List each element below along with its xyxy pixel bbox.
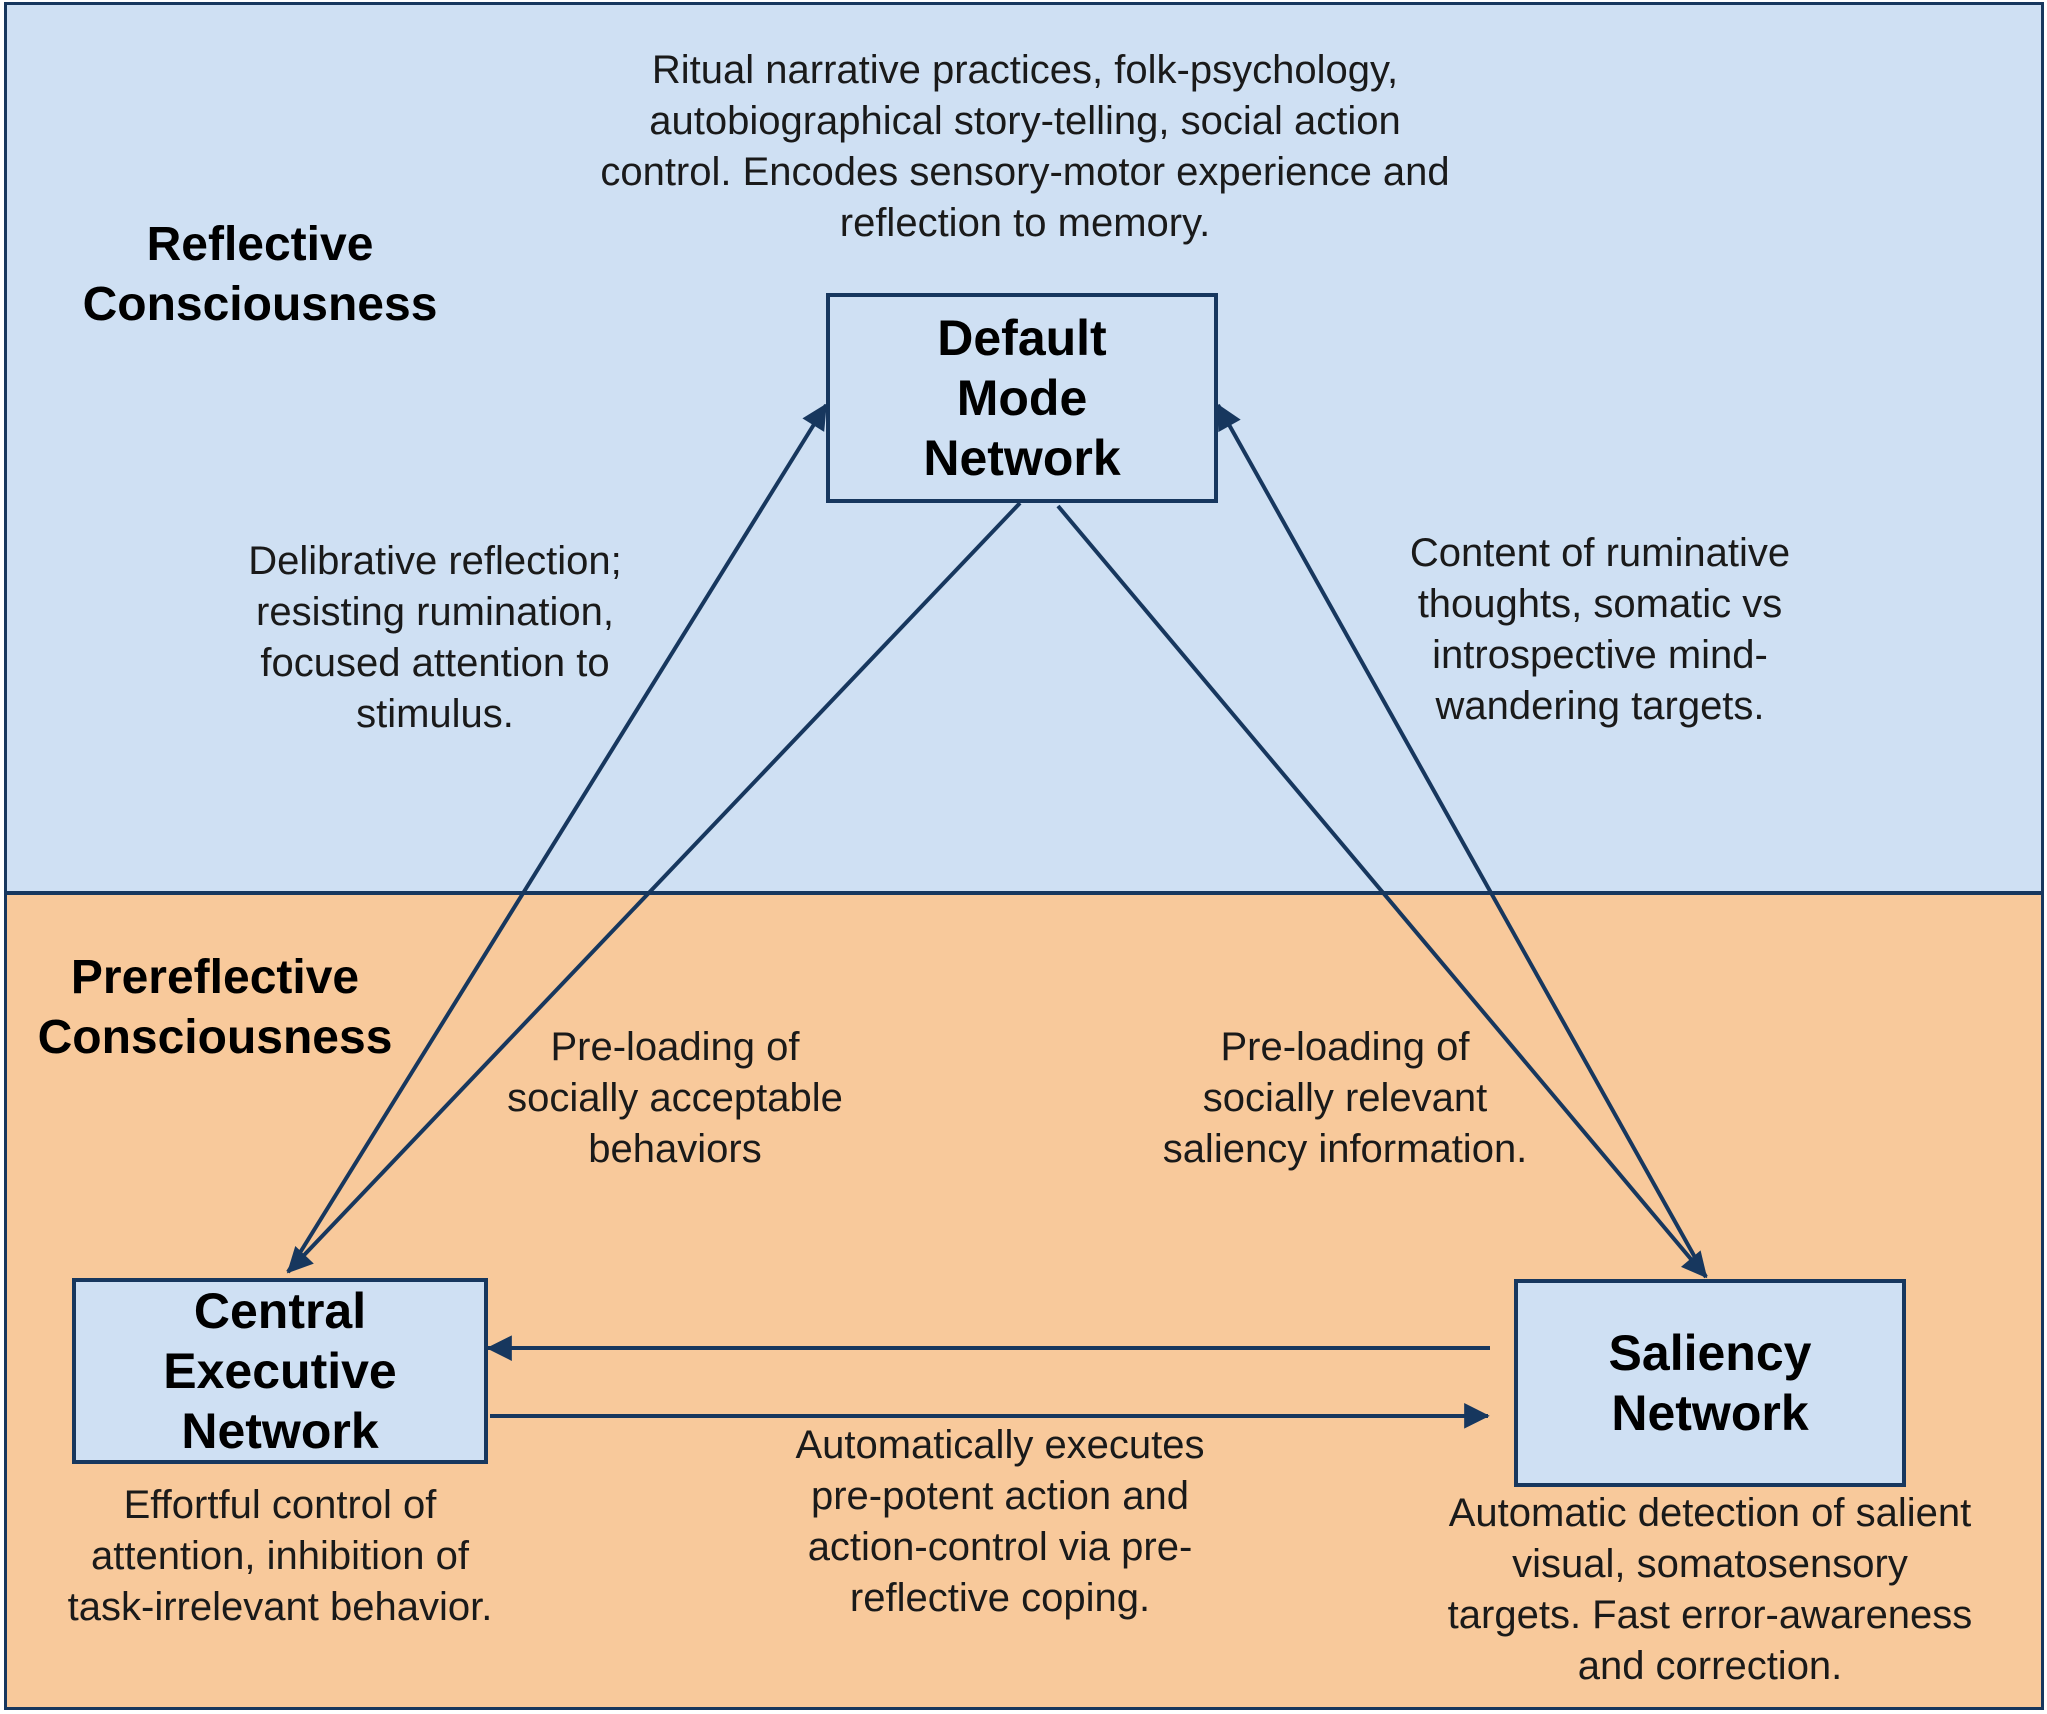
reflective-zone-title: Reflective Consciousness [82,218,438,331]
arrow-dmn-to-cen [286,501,1022,1274]
arrow-sn-to-dmn [1216,403,1708,1278]
cen-description: Effortful control of attention, inhibiti… [67,1483,493,1629]
sn-to-dmn-label: Content of ruminative thoughts, somatic … [1409,531,1791,728]
dmn-to-sn-label: Pre-loading of socially relevant salienc… [1162,1025,1528,1171]
arrow-dmn-to-sn [1056,504,1708,1279]
default-mode-network-node: Default Mode Network [826,293,1218,503]
prereflective-zone-title: Prereflective Consciousness [37,951,393,1064]
sn-description: Automatic detection of salient visual, s… [1447,1491,1973,1688]
cen-to-dmn-label: Delibrative reflection; resisting rumina… [248,539,622,736]
saliency-network-node: Saliency Network [1514,1279,1906,1487]
central-executive-network-node: Central Executive Network [72,1278,488,1464]
dmn-description: Ritual narrative practices, folk-psychol… [600,48,1450,245]
cen-to-sn-label: Automatically executes pre-potent action… [795,1423,1205,1620]
dmn-to-cen-label: Pre-loading of socially acceptable behav… [507,1025,843,1171]
arrow-cen-to-dmn [286,403,828,1274]
